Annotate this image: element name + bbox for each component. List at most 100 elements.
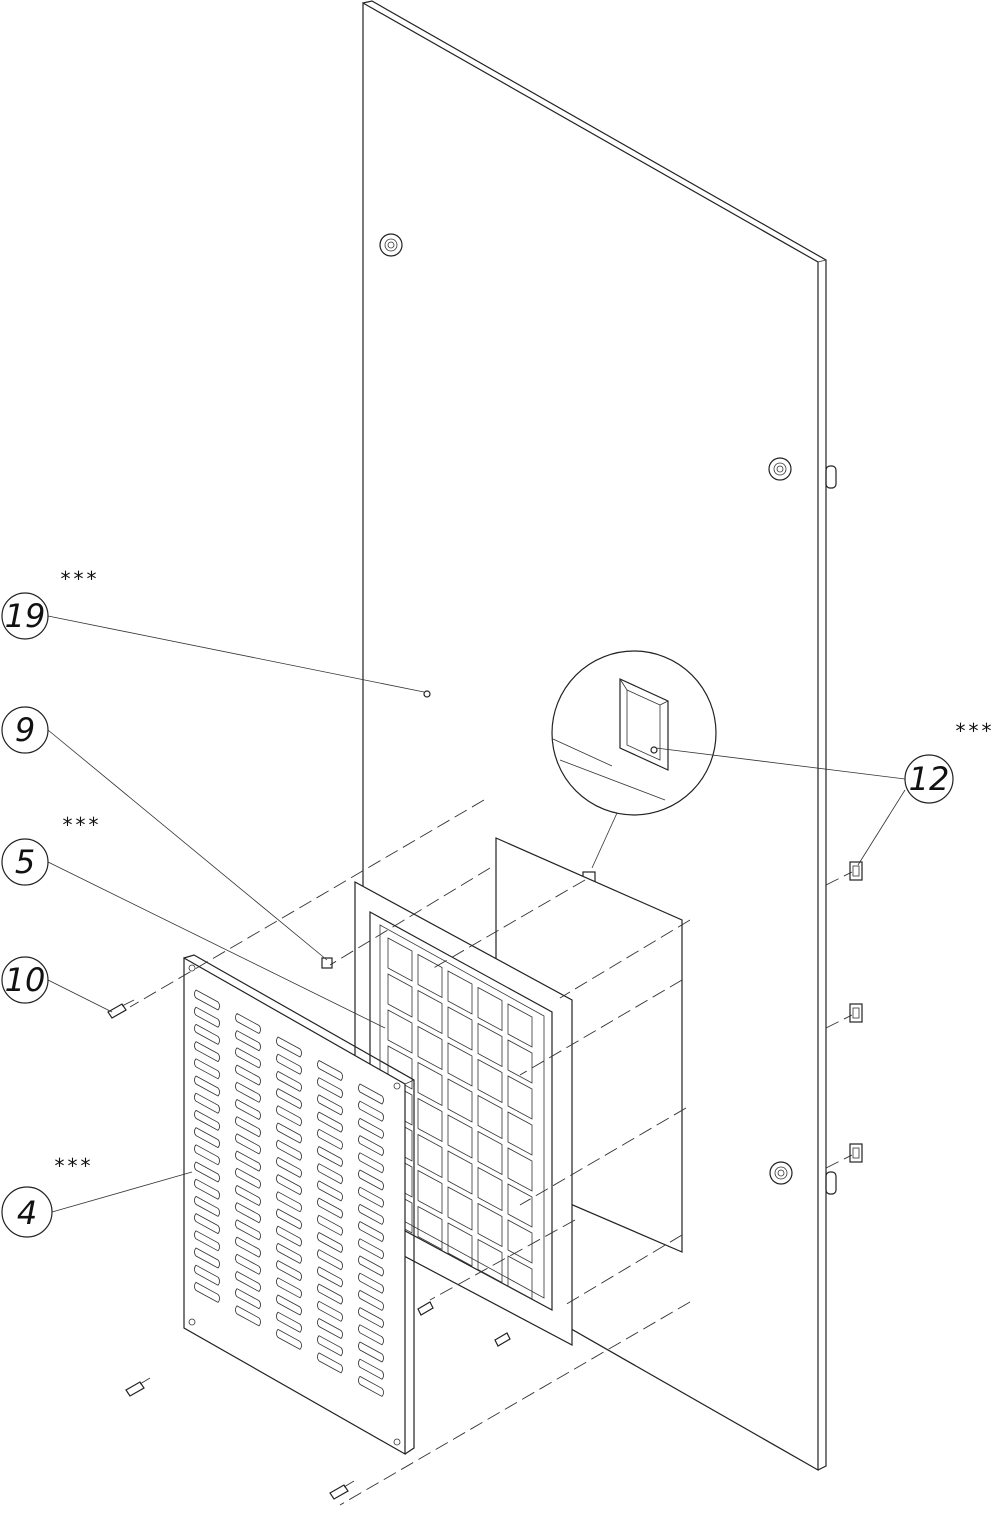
louvre-slot xyxy=(235,1253,261,1275)
louvre-slot xyxy=(317,1317,343,1340)
louvre-slot xyxy=(358,1375,384,1397)
louvre-slot xyxy=(276,1328,302,1350)
louvre-slot xyxy=(317,1283,343,1305)
grid-cell xyxy=(477,986,503,1032)
grid-cell xyxy=(447,1078,473,1123)
screw-mid-lower-1 xyxy=(417,1301,434,1316)
louvre-slot xyxy=(235,1116,261,1138)
louvre-slot xyxy=(358,1186,384,1208)
louvre-slot xyxy=(235,1236,261,1258)
louvre-slot xyxy=(194,1144,220,1166)
screw-bottom-front xyxy=(329,1480,355,1500)
louvre-slot xyxy=(276,1174,302,1196)
callout-9: 9 xyxy=(1,706,49,754)
louvre-slot xyxy=(194,989,220,1011)
callout-12: 12 *** xyxy=(904,719,995,804)
grid-cell xyxy=(477,1058,503,1104)
clip-part-12-c xyxy=(825,1143,863,1169)
callout-10: 10 xyxy=(1,956,49,1004)
louvre-slot xyxy=(358,1203,384,1225)
louvre-slot xyxy=(276,1225,302,1247)
louvre-slot xyxy=(358,1358,384,1380)
grid-cell xyxy=(417,1205,443,1251)
grid-cell xyxy=(447,1006,473,1051)
callout-5-number: 5 xyxy=(15,843,35,881)
louvre-slot xyxy=(276,1191,302,1213)
grid-cell xyxy=(387,1009,413,1054)
louvre-slot xyxy=(317,1300,343,1322)
louvre-slot xyxy=(194,1264,220,1286)
louvre-slot xyxy=(194,1281,220,1303)
louvre-slot xyxy=(194,1058,220,1080)
louvre-slot xyxy=(358,1341,384,1363)
louvre-slot xyxy=(194,1247,220,1269)
louvre-slot xyxy=(235,1167,261,1189)
louvre-slot xyxy=(317,1145,343,1168)
grid-cell xyxy=(507,1075,533,1120)
louvre-slot xyxy=(317,1266,343,1288)
louvre-slot xyxy=(276,1242,302,1264)
grid-cell xyxy=(477,1202,503,1248)
louvre-slot xyxy=(194,1230,220,1252)
louvre-slot xyxy=(317,1059,343,1082)
callout-9-number: 9 xyxy=(15,711,35,749)
front-louvre-grille-part-4 xyxy=(183,954,415,1456)
louvre-slot xyxy=(317,1180,343,1202)
screw-part-10 xyxy=(107,999,135,1019)
louvre-slot xyxy=(276,1105,302,1127)
louvre-slot xyxy=(194,1161,220,1183)
louvre-slot xyxy=(358,1169,384,1191)
louvre-slot xyxy=(358,1307,384,1329)
inner-grid-grille xyxy=(369,910,553,1312)
grid-cell xyxy=(387,937,413,982)
assembly-axis-lines xyxy=(129,799,691,1506)
louvre-slot xyxy=(317,1197,343,1219)
grid-cell xyxy=(447,1042,473,1087)
grid-cell xyxy=(417,1097,443,1143)
grid-cell xyxy=(417,1061,443,1107)
louvre-slot xyxy=(194,1109,220,1131)
louvre-slot xyxy=(317,1077,343,1099)
callout-4-number: 4 xyxy=(17,1194,37,1232)
panel-bolt-top xyxy=(379,233,403,257)
louvre-slot xyxy=(317,1111,343,1133)
grid-cell xyxy=(447,1186,473,1231)
louvre-slot xyxy=(235,1219,261,1241)
louvre-slot xyxy=(358,1255,384,1277)
louvre-slot xyxy=(276,1156,302,1178)
screw-mid-lower-2 xyxy=(494,1332,511,1347)
grid-cell xyxy=(507,1111,533,1156)
grid-cell xyxy=(447,970,473,1015)
callout-12-marker: *** xyxy=(956,719,995,743)
louvre-slot xyxy=(358,1289,384,1311)
grid-cell xyxy=(447,1150,473,1195)
panel-bolt-middle xyxy=(768,457,792,481)
detail-magnifier xyxy=(551,650,717,887)
louvre-slot xyxy=(317,1335,343,1357)
louvre-slot xyxy=(194,1195,220,1217)
louvre-slot xyxy=(358,1117,384,1139)
louvre-slot xyxy=(317,1163,343,1185)
rivet-part-19 xyxy=(423,690,431,698)
louvre-slot xyxy=(358,1135,384,1157)
louvre-slot xyxy=(235,1081,261,1103)
louvre-slot xyxy=(235,1047,261,1069)
louvre-slot xyxy=(194,1213,220,1235)
louvre-slot xyxy=(235,1064,261,1086)
grid-cell xyxy=(417,1133,443,1179)
grid-cell xyxy=(387,973,413,1018)
louvre-slot xyxy=(235,1184,261,1207)
louvre-slot xyxy=(276,1208,302,1230)
screw-bottom-left xyxy=(125,1377,151,1397)
grid-cell xyxy=(417,1025,443,1071)
grid-cell xyxy=(507,1039,533,1084)
louvre-slot xyxy=(235,1030,261,1052)
callout-19: 19 *** xyxy=(1,567,97,640)
louvre-slot xyxy=(194,1023,220,1045)
grid-cell xyxy=(507,1147,533,1192)
grid-cell xyxy=(447,1114,473,1159)
leader-lines xyxy=(47,615,906,1213)
grid-cell xyxy=(477,1238,503,1284)
clip-part-12-a xyxy=(825,861,863,886)
grid-cell xyxy=(477,1022,503,1068)
